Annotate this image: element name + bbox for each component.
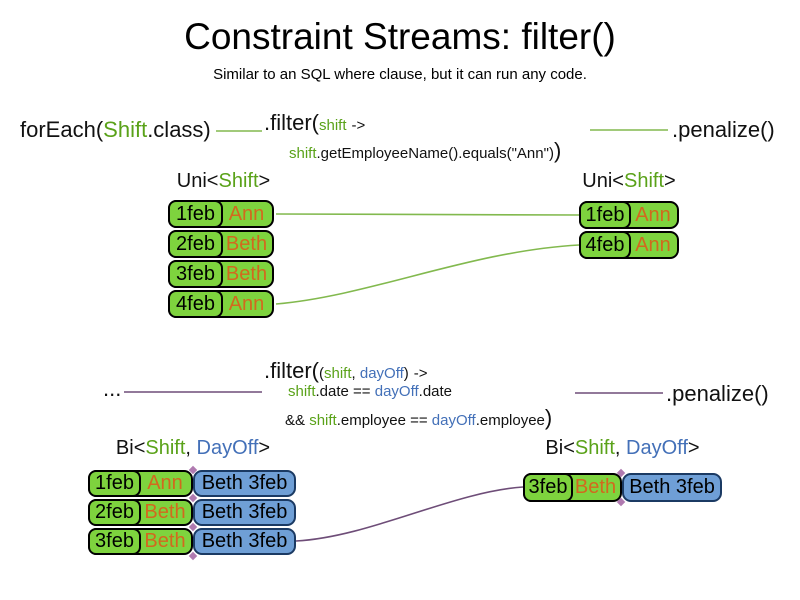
shift-date-cell: 2feb <box>168 230 223 258</box>
bi-card: 1feb Ann Beth 3feb <box>88 470 296 497</box>
shift-name-cell: Ann <box>228 292 265 315</box>
code-l3-close: ) <box>544 405 553 430</box>
shift-date-cell: 3feb <box>88 528 141 555</box>
connector-shift-4feb <box>275 244 580 305</box>
code-l2-end: .date <box>418 383 453 400</box>
code-foreach-class: Shift <box>103 117 148 142</box>
shift-name-cell: Ann <box>228 202 265 225</box>
bi-left-type2: DayOff <box>196 437 259 459</box>
shift-name-cell: Beth <box>225 262 268 285</box>
shift-name-cell: Ann <box>635 233 671 256</box>
shift-name-cell: Ann <box>147 472 183 494</box>
uni-right-label: Uni<Shift> <box>568 170 690 193</box>
uni-left-post: > <box>258 170 271 192</box>
code-filter2-line1: .filter((shift, dayOff)-> <box>264 358 428 384</box>
bi-right-type2: DayOff <box>626 437 688 459</box>
code-filter1-line2: shift.getEmployeeName().equals("Ann")) <box>289 138 561 164</box>
shift-name-cell: Beth <box>144 501 186 523</box>
bi-right-label: Bi<Shift, DayOff> <box>520 437 725 460</box>
uni-right-type: Shift <box>623 170 665 192</box>
code-filter2-arg2: dayOff <box>359 365 404 382</box>
bi-right-post: > <box>687 437 700 459</box>
shift-date-cell: 1feb <box>579 201 631 229</box>
code-filter1-arrow: -> <box>351 117 366 134</box>
code-filter2-closeparen: ) <box>403 365 409 382</box>
uni-right-pre: Uni< <box>582 170 624 192</box>
code-filter2-head: .filter( <box>264 358 319 383</box>
bi-left-type1: Shift <box>145 437 186 459</box>
code-filter1-line1: .filter(shift-> <box>264 110 365 136</box>
code-filter2-comma: , <box>351 365 360 382</box>
shift-date-cell: 1feb <box>168 200 223 228</box>
code-source-dots: ... <box>103 376 122 401</box>
code-filter2-arg1: shift <box>324 365 352 382</box>
shift-name-cell: Beth <box>144 530 186 552</box>
uni-left-label: Uni<Shift> <box>146 170 301 193</box>
bi-left-comma: , <box>185 437 197 459</box>
shift-date-cell: 4feb <box>579 231 631 259</box>
code-l3-end: .employee <box>475 412 545 429</box>
bi-right-pre: Bi< <box>545 437 575 459</box>
code-foreach-pre: forEach( <box>20 117 104 142</box>
code-l2-mid: .date == <box>315 383 375 400</box>
bi-left-pre: Bi< <box>115 437 146 459</box>
code-l3-var1: shift <box>309 412 337 429</box>
dayoff-part: Beth 3feb <box>622 473 722 502</box>
code-l3-mid: .employee == <box>336 412 432 429</box>
code-filter2-line3: && shift.employee == dayOff.employee) <box>285 405 552 431</box>
shift-name-cell: Beth <box>574 476 617 498</box>
code-penalize1: .penalize() <box>672 117 775 142</box>
code-filter2-line2: shift.date == dayOff.date <box>288 383 452 400</box>
uni-right-post: > <box>664 170 676 192</box>
shift-date-cell: 2feb <box>88 499 141 526</box>
code-foreach-post: .class) <box>147 117 211 142</box>
shift-part: 1feb Ann <box>88 470 193 497</box>
shift-date-cell: 1feb <box>88 470 141 497</box>
uni-left-type: Shift <box>218 170 259 192</box>
code-filter1-bodyvar: shift <box>289 145 317 162</box>
connector-bi-3feb <box>295 486 524 542</box>
code-filter1-close: ) <box>553 138 562 163</box>
bi-left-post: > <box>258 437 271 459</box>
code-penalize2: .penalize() <box>666 381 769 406</box>
page-title: Constraint Streams: filter() <box>184 16 616 57</box>
code-l2-var2: dayOff <box>374 383 419 400</box>
code-filter1-bodyrest: .getEmployeeName().equals("Ann") <box>316 145 554 162</box>
code-l3-var2: dayOff <box>431 412 476 429</box>
connector-shift-1feb <box>275 213 580 216</box>
shift-name-cell: Beth <box>225 232 268 255</box>
dayoff-part: Beth 3feb <box>193 499 296 526</box>
code-l2-var1: shift <box>288 383 316 400</box>
page-subtitle: Similar to an SQL where clause, but it c… <box>213 66 587 83</box>
bi-right-type1: Shift <box>574 437 615 459</box>
shift-date-cell: 3feb <box>168 260 223 288</box>
dayoff-part: Beth 3feb <box>193 528 296 555</box>
code-filter2-open: ( <box>319 365 324 382</box>
code-filter1-head: .filter( <box>264 110 319 135</box>
shift-date-cell: 4feb <box>168 290 223 318</box>
code-l3-pre: && <box>285 412 310 429</box>
code-filter1-arg: shift <box>319 117 347 134</box>
code-filter2-arrow: -> <box>413 365 428 382</box>
uni-left-pre: Uni< <box>176 170 219 192</box>
bi-left-label: Bi<Shift, DayOff> <box>88 437 298 460</box>
shift-date-cell: 3feb <box>523 473 573 502</box>
code-foreach: forEach(Shift.class) <box>20 117 211 143</box>
shift-name-cell: Ann <box>635 203 671 226</box>
dayoff-part: Beth 3feb <box>193 470 296 497</box>
bi-right-comma: , <box>614 437 627 459</box>
